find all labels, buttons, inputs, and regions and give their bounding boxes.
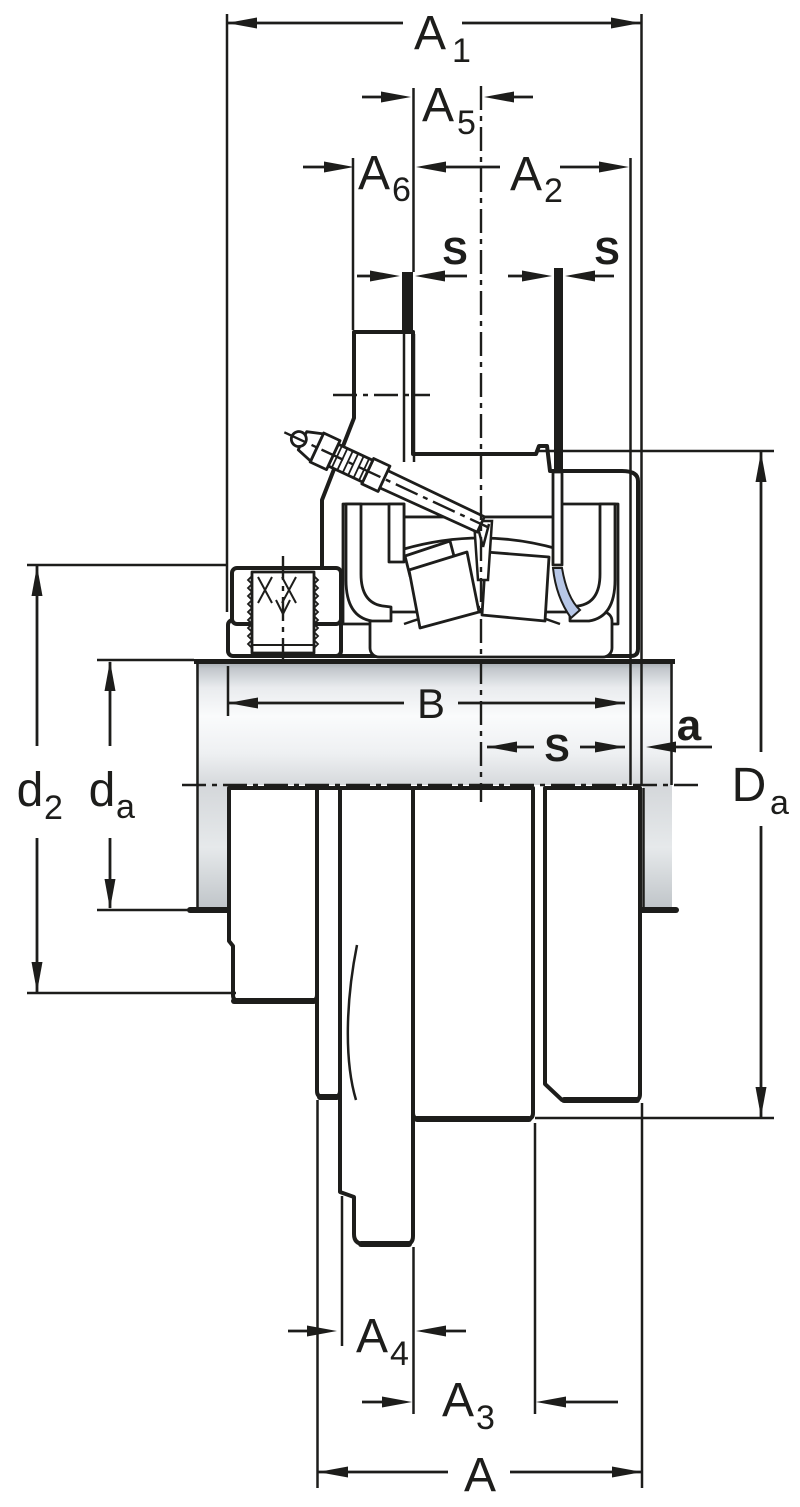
dim-label-a6-sub: 6 (392, 171, 411, 209)
grease-port-side (554, 268, 563, 472)
shaft-body (196, 660, 673, 785)
flange-front-view (227, 786, 642, 1247)
dim-label-a-total: A (464, 1449, 496, 1502)
extension-lines (27, 14, 774, 1488)
dim-label-da: d (89, 764, 116, 817)
shaft-stub-left (197, 785, 229, 909)
dim-label-a-offset: a (677, 701, 702, 750)
screw-internal-thread-marks (257, 576, 297, 617)
roller-right (480, 550, 551, 623)
dim-label-a5-sub: 5 (457, 104, 476, 142)
dim-label-Da-sub: a (770, 784, 789, 822)
grease-port-top (402, 272, 413, 332)
fitting-axis-centerline (283, 431, 489, 529)
dim-label-a5: A (422, 79, 454, 132)
roller-left (407, 550, 481, 630)
dim-label-a1: A (414, 7, 446, 60)
dim-label-a2: A (510, 148, 542, 201)
flange-step-column (315, 786, 342, 1099)
locking-collar (226, 556, 343, 668)
seal-lip-right (551, 567, 582, 620)
grease-fitting (283, 430, 489, 534)
dim-label-a1-sub: 1 (452, 32, 471, 70)
shaft-stub-right (643, 785, 672, 909)
dim-label-a4: A (356, 1310, 388, 1363)
dim-label-a3-sub: 3 (476, 1399, 495, 1437)
dim-label-b: B (417, 680, 445, 727)
dim-label-s-shaft: S (544, 728, 569, 770)
dim-label-a3: A (442, 1374, 474, 1427)
dimension-lines (31, 17, 767, 1478)
flange-bottom-post (338, 786, 415, 1246)
screw-thread-right (312, 575, 320, 649)
dim-label-s-top-right: S (594, 231, 619, 273)
grease-hole-right (551, 470, 564, 567)
dimension-labels: A 1 A 5 A 6 A 2 S S B S a d 2 d a D a A … (17, 7, 789, 1502)
screw-thread-left (246, 575, 254, 649)
flange-fillet-curve (346, 944, 359, 1101)
dim-label-s-top-left: S (442, 231, 467, 273)
seal-left (344, 502, 393, 623)
housing (320, 330, 640, 659)
dim-label-a4-sub: 4 (390, 1335, 409, 1373)
dim-label-da-sub: a (116, 788, 135, 826)
flange-wide-column (411, 786, 535, 1121)
flange-left-section (227, 786, 319, 1003)
dim-label-d2: d (17, 764, 44, 817)
flange-right-section (543, 786, 642, 1102)
dim-label-Da: D (732, 759, 767, 812)
guide-ring (472, 519, 494, 582)
locating-ring-left (387, 502, 406, 564)
dim-label-a2-sub: 2 (544, 172, 563, 210)
dim-label-a6: A (358, 147, 390, 200)
dim-label-d2-sub: 2 (44, 789, 63, 827)
